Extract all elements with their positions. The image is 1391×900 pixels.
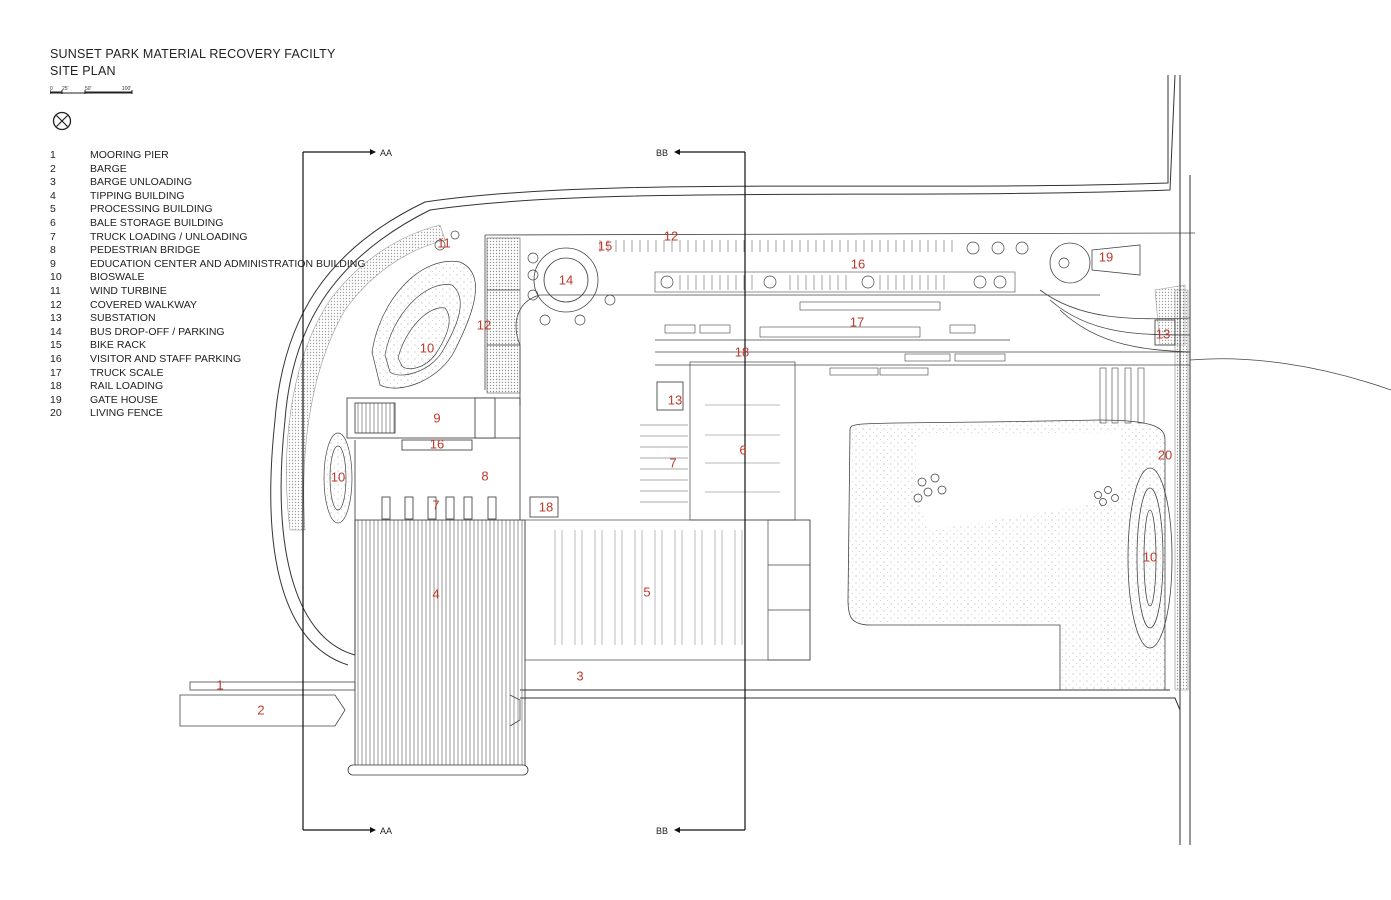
plan-label-pedestrian-bridge: 8 bbox=[481, 468, 489, 484]
legend-number: 1 bbox=[50, 149, 56, 161]
plan-label-living-fence: 20 bbox=[1157, 447, 1173, 463]
plan-label-bioswale-west: 10 bbox=[330, 469, 346, 485]
plan-label-bike-rack: 15 bbox=[597, 238, 613, 254]
legend-text: SUBSTATION bbox=[90, 312, 156, 325]
plan-label-bioswale-north: 10 bbox=[419, 340, 435, 356]
plan-label-tipping-building: 4 bbox=[432, 586, 440, 602]
legend-number: 13 bbox=[50, 312, 62, 325]
legend-text: RAIL LOADING bbox=[90, 380, 164, 393]
bioswale-north bbox=[371, 260, 476, 389]
legend-text: BUS DROP-OFF / PARKING bbox=[90, 325, 225, 338]
legend-text: MOORING PIER bbox=[90, 149, 169, 161]
legend-text: GATE HOUSE bbox=[90, 393, 159, 406]
tipping-building bbox=[347, 496, 529, 776]
east-field bbox=[847, 419, 1173, 691]
pier-and-barge bbox=[179, 681, 521, 727]
legend-text: EDUCATION CENTER AND ADMINISTRATION BUIL… bbox=[90, 257, 366, 270]
parking-trees bbox=[434, 230, 1070, 326]
plan-label-truck-loading-east: 7 bbox=[669, 455, 677, 471]
legend-number: 5 bbox=[50, 203, 56, 216]
legend-number: 20 bbox=[50, 407, 62, 420]
legend-number: 19 bbox=[50, 393, 62, 406]
north-arrow-icon bbox=[52, 111, 72, 131]
scale-bar: 0 25' 50' 100' bbox=[50, 86, 140, 96]
processing-building bbox=[524, 519, 811, 661]
drawing-subtitle: SITE PLAN bbox=[50, 64, 116, 78]
section-arrowheads bbox=[370, 149, 680, 833]
section-label-bb-top: BB bbox=[655, 148, 669, 158]
covered-walkway bbox=[486, 237, 521, 394]
plan-label-truck-loading-west: 7 bbox=[432, 497, 440, 513]
small-substation bbox=[529, 319, 1176, 518]
plan-label-mooring-pier: 1 bbox=[216, 677, 224, 693]
truck-bays bbox=[640, 424, 688, 503]
legend-text: BARGE bbox=[90, 162, 127, 175]
legend-number: 14 bbox=[50, 325, 62, 338]
scale-label: 0 bbox=[50, 86, 53, 92]
legend-number: 12 bbox=[50, 298, 62, 311]
section-label-bb-bottom: BB bbox=[655, 826, 669, 836]
scale-label: 100' bbox=[122, 86, 132, 92]
plan-label-processing-building: 5 bbox=[643, 584, 651, 600]
legend-text: PEDESTRIAN BRIDGE bbox=[90, 244, 201, 257]
plan-label-barge-unloading: 3 bbox=[576, 668, 584, 684]
legend-number: 11 bbox=[50, 284, 61, 297]
plan-label-visitor-parking: 16 bbox=[850, 256, 866, 272]
bale-storage-building bbox=[689, 361, 796, 521]
legend-text: BALE STORAGE BUILDING bbox=[90, 216, 224, 229]
plan-label-rail-loading: 18 bbox=[734, 344, 750, 360]
section-label-aa-bottom: AA bbox=[379, 826, 393, 836]
legend-text: TIPPING BUILDING bbox=[90, 189, 185, 202]
plan-label-bus-dropoff: 14 bbox=[558, 272, 574, 288]
legend-text: PROCESSING BUILDING bbox=[90, 203, 213, 216]
rail-and-scale bbox=[664, 301, 1145, 424]
legend-number: 2 bbox=[50, 162, 56, 175]
plan-label-bale-storage: 6 bbox=[739, 442, 747, 458]
plan-label-substation-east: 13 bbox=[1155, 326, 1171, 342]
legend-text: TRUCK SCALE bbox=[90, 366, 164, 379]
legend-number: 7 bbox=[50, 230, 56, 243]
plan-label-gate-house: 19 bbox=[1098, 249, 1114, 265]
section-label-aa-top: AA bbox=[379, 148, 393, 158]
bioswale-west bbox=[323, 432, 353, 524]
planting-strip bbox=[286, 224, 1189, 691]
legend-number: 4 bbox=[50, 189, 56, 202]
legend-number: 15 bbox=[50, 339, 62, 352]
drawing-title: SUNSET PARK MATERIAL RECOVERY FACILTY bbox=[50, 47, 336, 61]
plan-label-internal-16: 16 bbox=[429, 436, 445, 452]
legend-text: VISITOR AND STAFF PARKING bbox=[90, 352, 242, 365]
legend-number: 17 bbox=[50, 366, 62, 379]
plan-label-substation-west: 13 bbox=[667, 392, 683, 408]
legend-number: 18 bbox=[50, 380, 62, 393]
scale-label: 50' bbox=[85, 86, 92, 92]
legend-number: 9 bbox=[50, 257, 56, 270]
legend-text: COVERED WALKWAY bbox=[90, 298, 197, 311]
legend-text: BARGE UNLOADING bbox=[90, 176, 193, 189]
road-and-parking bbox=[484, 232, 1391, 405]
legend-number: 10 bbox=[50, 271, 62, 284]
legend-number: 6 bbox=[50, 216, 56, 229]
legend-text: LIVING FENCE bbox=[90, 407, 163, 420]
plan-label-wind-turbine: 11 bbox=[437, 235, 451, 251]
scale-label: 25' bbox=[62, 86, 69, 92]
legend-number: 3 bbox=[50, 176, 56, 189]
legend-number: 8 bbox=[50, 244, 56, 257]
plan-label-barge: 2 bbox=[257, 702, 265, 718]
legend-text: BIKE RACK bbox=[90, 339, 147, 352]
section-lines bbox=[302, 151, 746, 831]
plan-label-education-center: 9 bbox=[433, 410, 441, 426]
plan-label-bioswale-east: 10 bbox=[1142, 549, 1158, 565]
scale-bar-graphic bbox=[50, 90, 133, 94]
plan-label-truck-scale: 17 bbox=[849, 314, 865, 330]
legend-text: BIOSWALE bbox=[90, 271, 145, 284]
plan-label-internal-18: 18 bbox=[538, 499, 554, 515]
legend-text: TRUCK LOADING / UNLOADING bbox=[90, 230, 248, 243]
plan-label-covered-walkway-west: 12 bbox=[476, 317, 492, 333]
legend-number: 16 bbox=[50, 352, 62, 365]
plan-label-covered-walkway-north: 12 bbox=[663, 228, 679, 244]
legend-text: WIND TURBINE bbox=[90, 284, 167, 297]
